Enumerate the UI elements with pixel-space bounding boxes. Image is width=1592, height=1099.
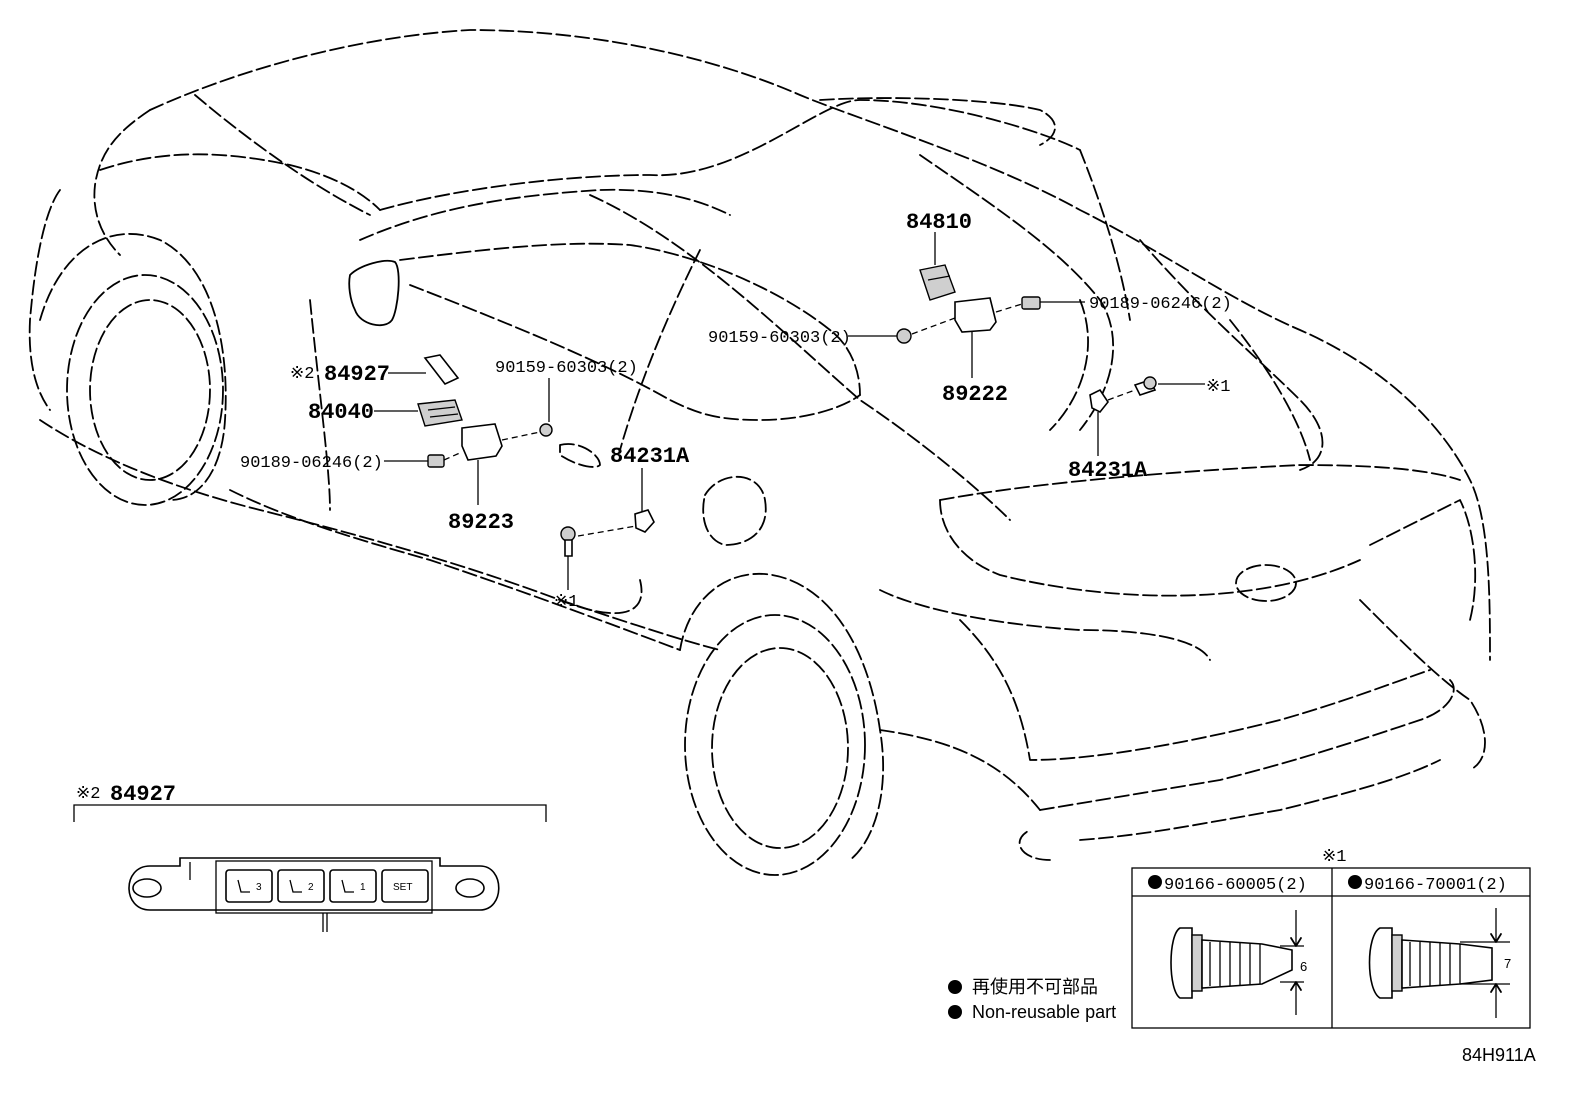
label-84927: 84927	[324, 362, 390, 387]
memory-button-3-label: 3	[256, 882, 262, 893]
part-84927-memory-switch	[388, 354, 460, 385]
legend-english: Non-reusable part	[972, 1002, 1116, 1022]
memory-button-set-label: SET	[393, 882, 412, 893]
bolt-a-part-number: 90166-60005(2)	[1164, 876, 1307, 895]
bolt-b-dimension: 7	[1504, 956, 1511, 971]
legend-japanese: 再使用不可部品	[972, 977, 1098, 997]
part-90189-clip-left	[384, 451, 463, 468]
label-89223: 89223	[448, 510, 514, 535]
part-84810-switch	[919, 232, 956, 301]
memory-button-2: 2	[277, 869, 325, 903]
memory-button-1: 1	[329, 869, 377, 903]
part-84040-switch-assy	[374, 399, 463, 427]
label-90189-left: 90189-06246(2)	[240, 454, 383, 473]
car-outline	[28, 29, 1491, 876]
label-ref2: ※2	[290, 365, 314, 384]
memory-button-set: SET	[381, 869, 429, 903]
part-bolt-ref1-left	[560, 526, 576, 590]
part-84231a-sensor-left	[577, 468, 655, 537]
label-89222: 89222	[942, 382, 1008, 407]
non-reusable-dot-icon	[948, 1005, 962, 1019]
non-reusable-dot-icon	[948, 980, 962, 994]
non-reusable-dot-icon	[1148, 875, 1162, 889]
detail-84927-label: 84927	[110, 782, 176, 807]
bolt-b-header: 90166-70001(2)	[1348, 875, 1507, 895]
bolt-a-header: 90166-60005(2)	[1148, 875, 1307, 895]
bolt-b-part-number: 90166-70001(2)	[1364, 876, 1507, 895]
diagram-code: 84H911A	[1462, 1045, 1536, 1065]
non-reusable-dot-icon	[1348, 875, 1362, 889]
side-mirror	[348, 260, 400, 327]
part-90189-clip-right	[1021, 296, 1085, 310]
bolt-a-drawing: 6	[1170, 910, 1307, 1015]
detail-ref2-label: ※2	[76, 785, 100, 804]
memory-button-2-label: 2	[308, 882, 314, 893]
legend: 再使用不可部品 Non-reusable part	[948, 977, 1116, 1022]
detail-ref1-label: ※1	[1322, 848, 1346, 867]
label-90159-right: 90159-60303(2)	[708, 329, 851, 348]
bolt-table	[1131, 867, 1531, 1029]
memory-button-3: 3	[225, 869, 273, 903]
label-ref1-left: ※1	[554, 593, 578, 612]
part-89222-module	[911, 297, 1023, 378]
part-89223-module	[461, 423, 503, 505]
label-90159-left: 90159-60303(2)	[495, 359, 638, 378]
memory-button-1-label: 1	[360, 882, 366, 893]
label-84040: 84040	[308, 400, 374, 425]
detail-bracket	[73, 804, 547, 822]
label-84810: 84810	[906, 210, 972, 235]
label-84231a-left: 84231A	[610, 444, 690, 469]
part-90159-bolt-left	[501, 378, 553, 441]
part-90159-bolt-right	[848, 328, 912, 344]
label-84231a-right: 84231A	[1068, 458, 1148, 483]
part-84231a-sensor-right	[1089, 388, 1136, 456]
label-90189-right: 90189-06246(2)	[1089, 295, 1232, 314]
bolt-b-drawing: 7	[1368, 908, 1511, 1018]
bolt-a-dimension: 6	[1300, 959, 1307, 974]
part-bolt-ref1-right	[1133, 376, 1205, 396]
label-ref1-right: ※1	[1206, 378, 1230, 397]
